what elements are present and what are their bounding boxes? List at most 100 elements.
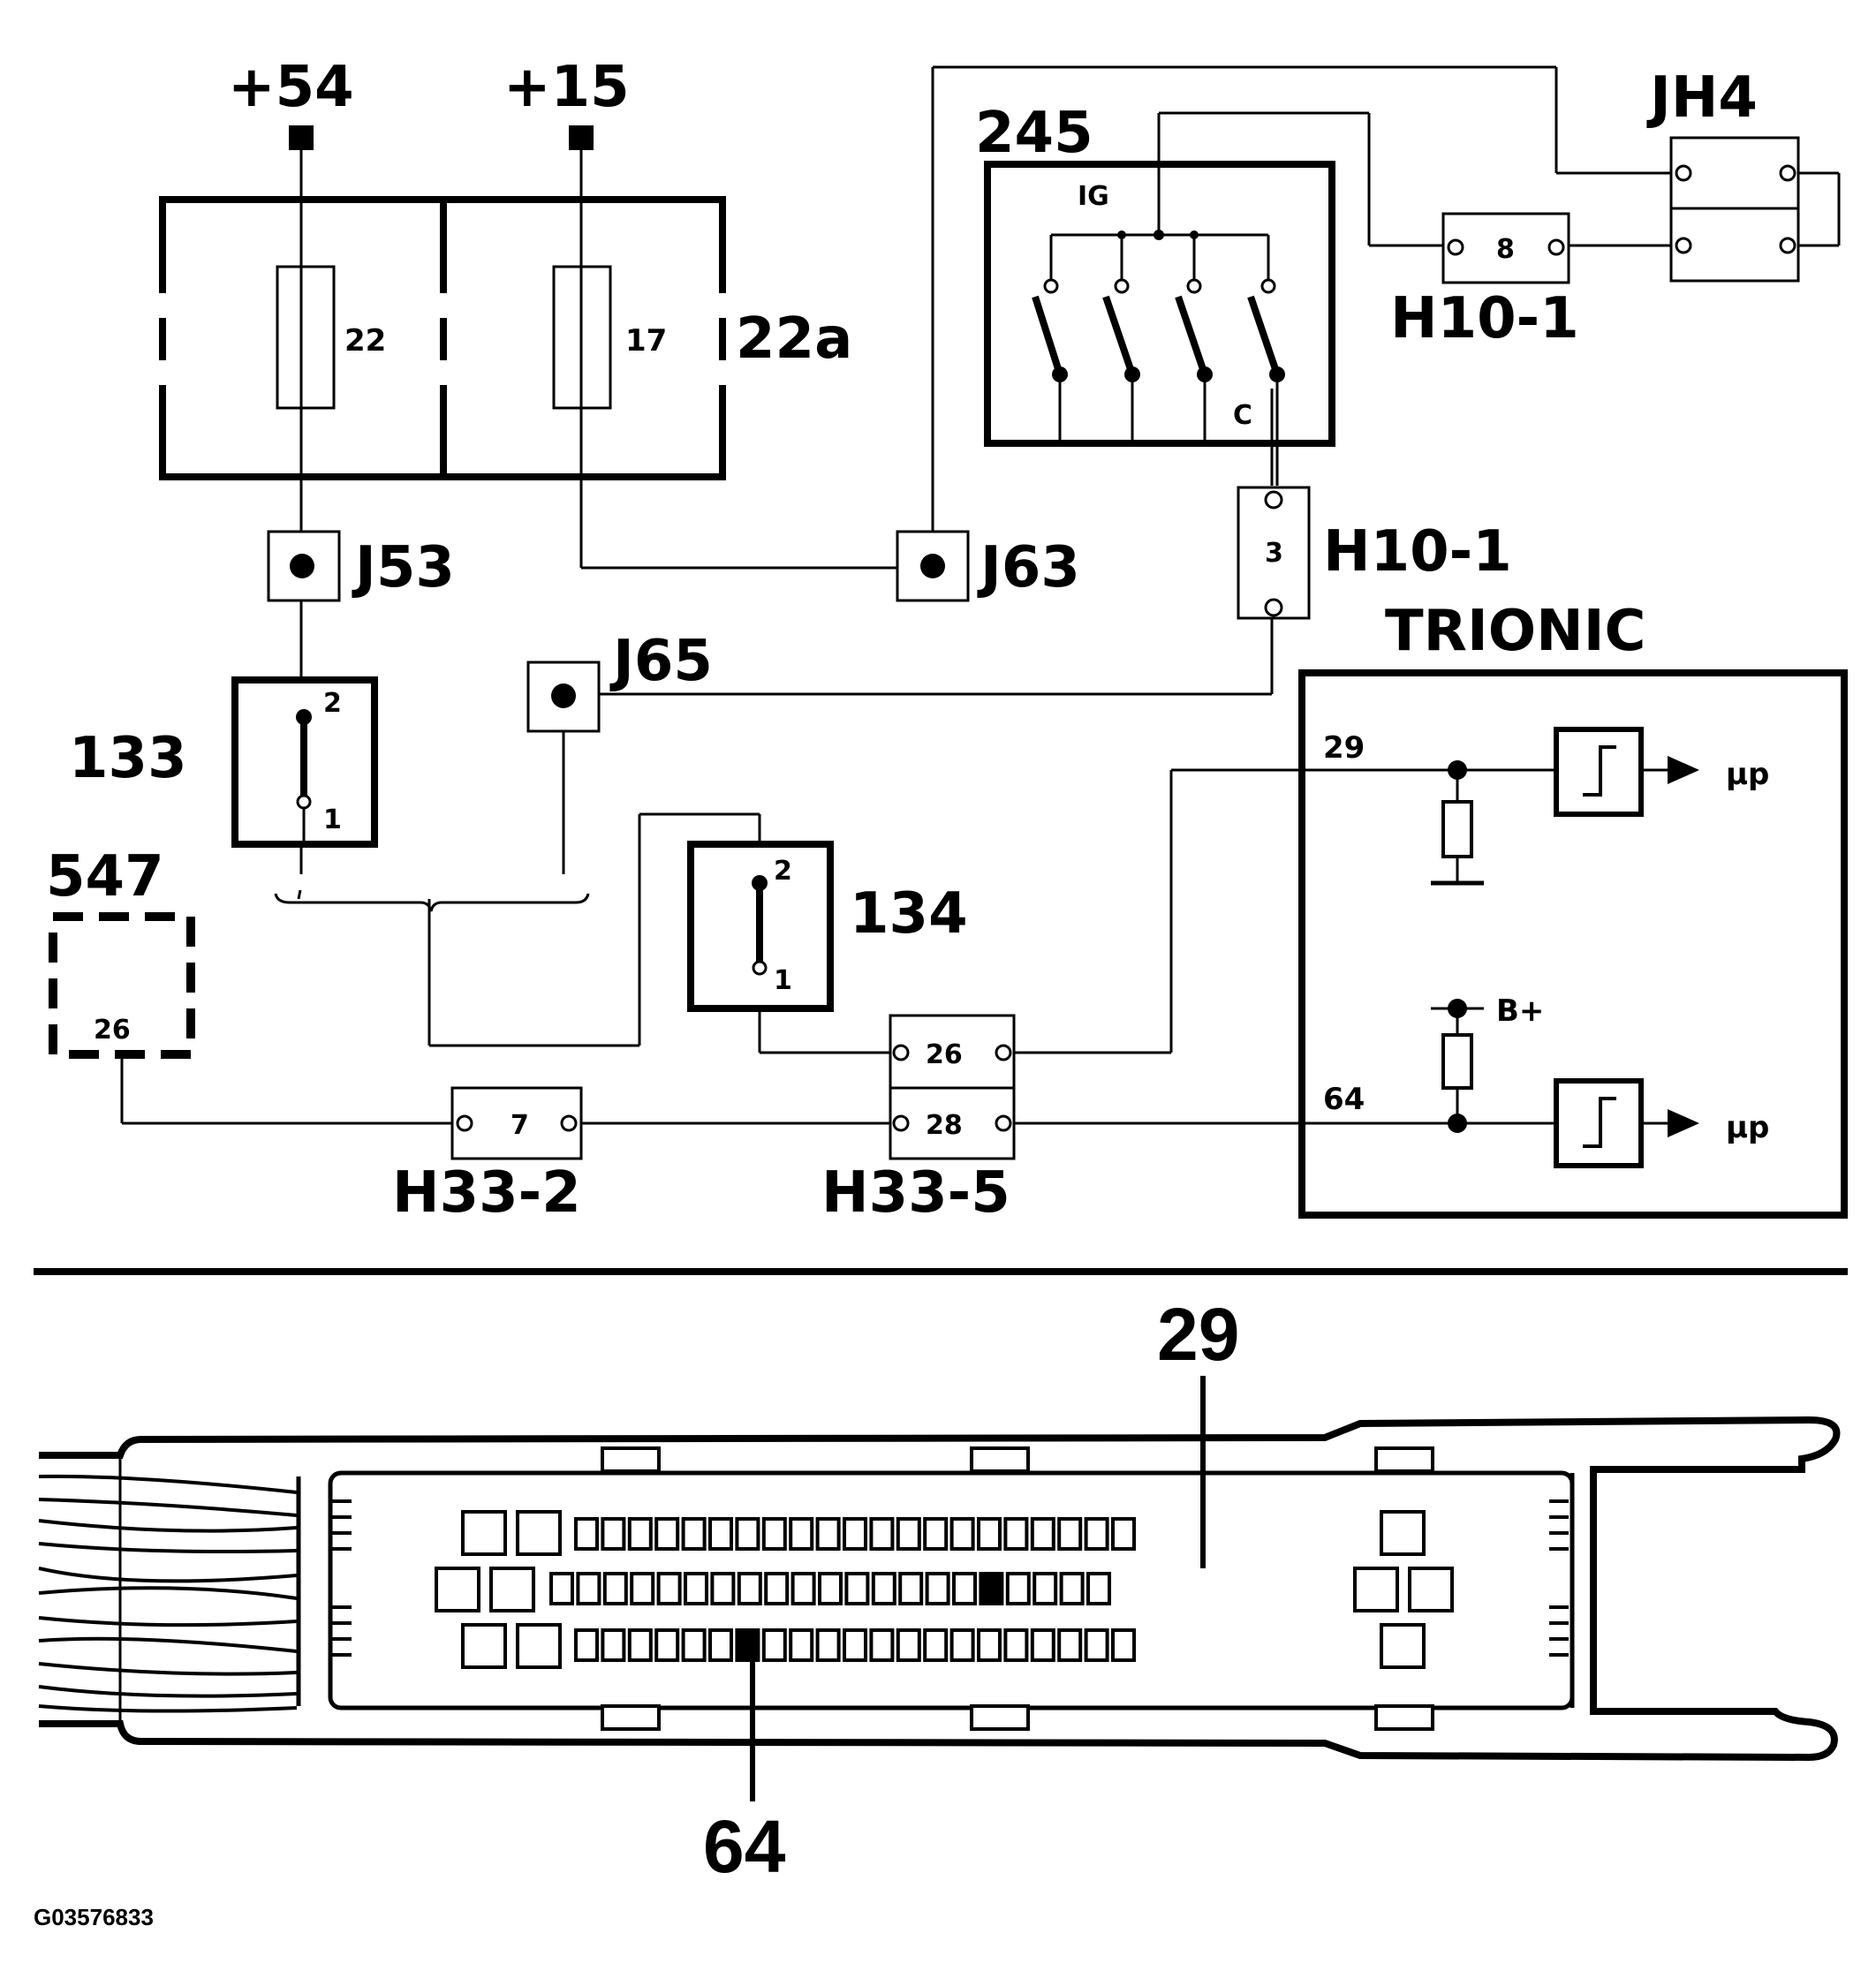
fuse-22-label: 22 <box>344 323 386 359</box>
housing-tab <box>1374 1446 1434 1473</box>
connector-pin-cavity <box>461 1510 507 1556</box>
trionic-ecu <box>1298 669 1848 1219</box>
connector-pin-cavity <box>1003 1628 1029 1662</box>
connector-pin-cavity <box>789 1628 814 1662</box>
connector-pin <box>1675 164 1692 182</box>
connector-pin-cavity <box>1003 1517 1029 1551</box>
connector-pin-cavity <box>815 1517 841 1551</box>
h33-5-pin26: 26 <box>926 1039 963 1070</box>
connector-pin-cavity <box>1111 1628 1136 1662</box>
connector-pin-29-label: 29 <box>1157 1293 1239 1376</box>
connector-pin-cavity <box>923 1628 949 1662</box>
connector-pin-cavity <box>843 1517 867 1551</box>
connector-pin-cavity <box>710 1572 736 1605</box>
fuse-17-label: 17 <box>625 323 667 359</box>
connector-pin-cavity <box>627 1517 653 1551</box>
c134-pin2: 2 <box>774 856 792 887</box>
ecu-title: TRIONIC <box>1385 599 1646 664</box>
connector-pin-cavity <box>1380 1510 1426 1556</box>
connector-pin-cavity <box>843 1628 867 1662</box>
c133-pin2: 2 <box>323 688 342 719</box>
switch-ig-label: IG <box>1078 181 1109 212</box>
connector-pin-cavity <box>896 1628 921 1662</box>
connector-pin-grid <box>332 1446 1569 1731</box>
connector-pin-cavity <box>1033 1572 1058 1605</box>
j65-label: J65 <box>609 629 713 694</box>
splice-bracket <box>274 893 590 912</box>
supply-15-terminal <box>569 125 594 150</box>
switch-open-contacts <box>1043 278 1276 294</box>
connector-pin-cavity <box>708 1628 733 1662</box>
connector-pin-cavity <box>601 1628 626 1662</box>
connector-pin-cavity <box>977 1628 1002 1662</box>
h33-2-label: H33-2 <box>392 1160 581 1226</box>
connector-pin-cavity <box>815 1628 841 1662</box>
connector-pin-cavity <box>461 1623 507 1669</box>
connector-pin-cavity <box>601 1517 626 1551</box>
connector-pin-cavity <box>761 1628 787 1662</box>
connector-pin-cavity <box>1030 1628 1055 1662</box>
connector-pin-cavity <box>925 1572 950 1605</box>
wire-bundle <box>38 1474 298 1713</box>
supply-54-label: +54 <box>228 55 354 120</box>
connector-pin-cavity <box>656 1572 682 1605</box>
connector-pin-cavity <box>1380 1623 1426 1669</box>
component-547 <box>49 912 195 1059</box>
h33-5-pin28: 28 <box>926 1110 963 1141</box>
connector-pin-cavity <box>871 1572 896 1605</box>
connector-pin <box>1675 237 1692 254</box>
connector-pin-cavity <box>1059 1572 1085 1605</box>
h10-1-pin8-connector <box>1441 212 1570 284</box>
housing-tab <box>601 1704 661 1731</box>
connector-pin-cavity <box>516 1510 562 1556</box>
housing-tab <box>970 1704 1030 1731</box>
housing-tab <box>601 1446 661 1473</box>
fuse-box-label: 22a <box>736 306 852 372</box>
c134-label: 134 <box>850 881 968 947</box>
h33-2-pin: 7 <box>511 1110 529 1141</box>
connector-pin-cavity <box>574 1517 599 1551</box>
h10-1-pin3-label: 3 <box>1265 538 1283 569</box>
jh4-label: JH4 <box>1646 65 1758 131</box>
connector-pin-cavity <box>574 1628 599 1662</box>
c547-pin: 26 <box>94 1015 131 1046</box>
connector-pin-cavity <box>737 1572 762 1605</box>
c134-pin1: 1 <box>774 965 792 996</box>
ecu-pin-29-label: 29 <box>1323 730 1365 766</box>
connector-pin-cavity <box>869 1517 895 1551</box>
connector-pin-cavity <box>708 1517 733 1551</box>
h33-2-connector <box>450 1086 583 1160</box>
connector-pin-cavity <box>844 1572 870 1605</box>
connector-pin-cavity <box>818 1572 843 1605</box>
j63-connector <box>896 530 970 602</box>
connector-pin-cavity <box>630 1572 655 1605</box>
connector-pin-cavity <box>761 1517 787 1551</box>
connector-pin-cavity <box>869 1628 895 1662</box>
connector-pin-cavity <box>735 1517 760 1551</box>
fuse-22 <box>276 265 336 410</box>
connector-pin-cavity <box>790 1572 816 1605</box>
supply-15-label: +15 <box>503 55 630 120</box>
j63-label: J63 <box>977 535 1080 600</box>
connector-pin-cavity <box>681 1517 707 1551</box>
connector-pin-cavity <box>1353 1567 1399 1612</box>
connector-pin-cavity <box>952 1572 977 1605</box>
connector-pin <box>1547 238 1565 256</box>
figure-reference: G03576833 <box>34 1904 154 1930</box>
c547-label: 547 <box>46 844 164 910</box>
connector-pin-cavity <box>549 1572 574 1605</box>
ecu-pin-64-label: 64 <box>1323 1082 1365 1117</box>
ecu-connector-housing <box>39 1416 1841 1762</box>
connector-pin-cavity <box>654 1517 680 1551</box>
connector-pin-64-label: 64 <box>703 1805 786 1888</box>
supply-54-terminal <box>289 125 314 150</box>
connector-pin-cavity <box>681 1628 707 1662</box>
connector-pin-cavity <box>949 1628 975 1662</box>
connector-pin <box>1264 598 1283 617</box>
housing-tab <box>970 1446 1030 1473</box>
c133-pin1: 1 <box>323 804 342 835</box>
h10-1-top-label: H10-1 <box>1390 286 1579 351</box>
h10-1-pin8-label: 8 <box>1496 234 1515 265</box>
